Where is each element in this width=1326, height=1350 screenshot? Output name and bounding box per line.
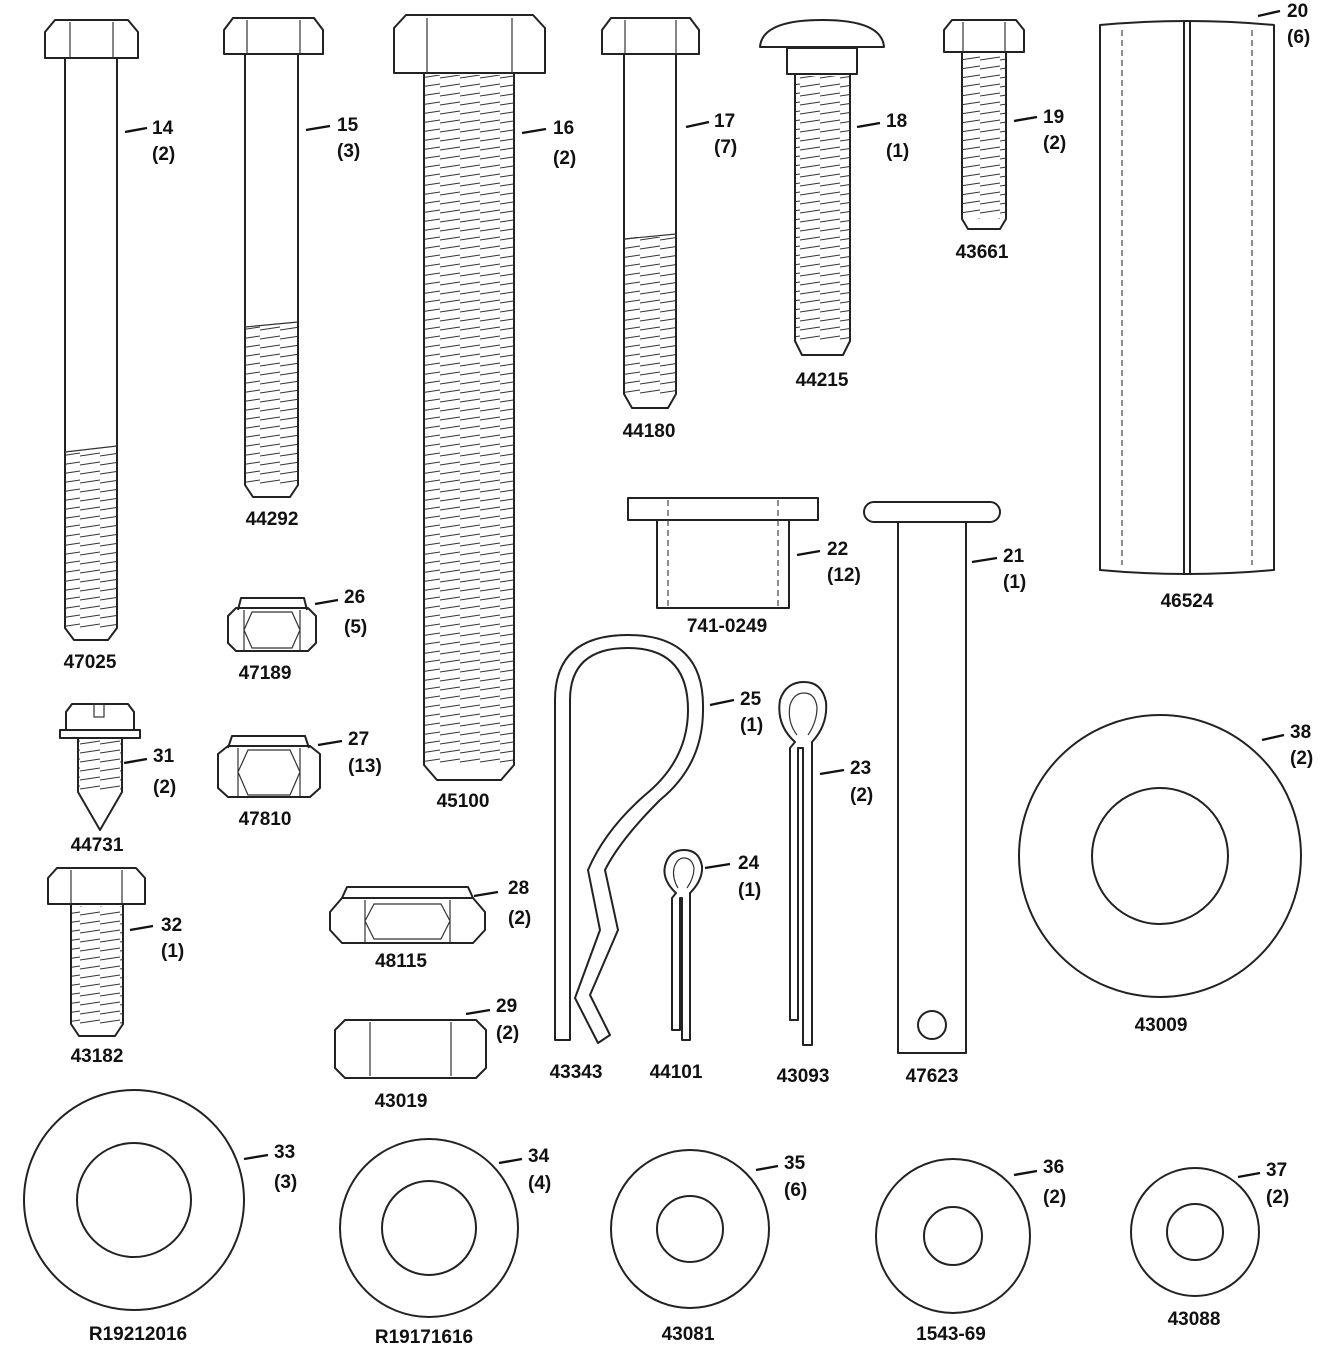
ref-34: 34 [528,1146,550,1167]
part-35-washer: 35 (6) 43081 [610,1149,807,1345]
ref-38: 38 [1290,722,1311,743]
part-15-hex-bolt: 15 (3) 44292 [223,17,360,530]
part-37-washer: 37 (2) 43088 [1130,1160,1289,1330]
ref-31: 31 [153,746,175,767]
qty-18: (1) [886,141,909,162]
qty-33: (3) [274,1172,297,1193]
ref-37: 37 [1266,1160,1287,1181]
qty-14: (2) [152,144,175,165]
part-27-lock-nut: 27 (13) 47810 [217,729,382,830]
ref-26: 26 [344,587,365,608]
qty-37: (2) [1266,1187,1289,1208]
qty-36: (2) [1043,1187,1066,1208]
qty-28: (2) [508,908,531,929]
ref-21: 21 [1003,546,1025,567]
part-21-clevis-pin: 21 (1) 47623 [863,501,1026,1087]
part-number-47623: 47623 [906,1066,959,1087]
part-number-43343: 43343 [550,1062,603,1083]
part-16-hex-bolt: 16 (2) 45100 [393,14,576,812]
part-number-47810: 47810 [239,809,292,830]
ref-36: 36 [1043,1157,1064,1178]
part-number-44215: 44215 [796,370,849,391]
part-22-flange-bushing: 22 (12) 741-0249 [627,497,861,637]
qty-19: (2) [1043,133,1066,154]
part-number-47025: 47025 [64,652,117,673]
part-number-44731: 44731 [71,835,124,856]
qty-23: (2) [850,785,873,806]
ref-28: 28 [508,878,529,899]
part-number-43088: 43088 [1168,1309,1221,1330]
ref-35: 35 [784,1153,806,1174]
part-number-44292: 44292 [246,509,299,530]
ref-20: 20 [1287,1,1308,22]
part-number-44180: 44180 [623,421,676,442]
part-32-hex-bolt: 32 (1) 43182 [47,867,184,1067]
part-number-48115: 48115 [375,951,427,972]
part-36-washer: 36 (2) 1543-69 [875,1157,1066,1345]
ref-14: 14 [152,118,174,139]
ref-23: 23 [850,758,871,779]
part-number-44101: 44101 [650,1062,703,1083]
ref-18: 18 [886,111,907,132]
qty-32: (1) [161,941,184,962]
ref-24: 24 [738,853,760,874]
ref-25: 25 [740,689,762,710]
part-26-lock-nut: 26 (5) 47189 [227,587,367,684]
part-number-43081: 43081 [662,1324,715,1345]
part-number-1543-69: 1543-69 [916,1324,986,1345]
qty-35: (6) [784,1180,807,1201]
ref-32: 32 [161,915,182,936]
part-34-washer: 34 (4) R19171616 [339,1138,551,1348]
part-33-washer: 33 (3) R19212016 [23,1089,297,1345]
qty-26: (5) [344,617,367,638]
part-38-washer: 38 (2) 43009 [1018,714,1313,1036]
part-number-43093: 43093 [777,1066,830,1087]
part-29-hex-nut: 29 (2) 43019 [334,996,519,1112]
ref-22: 22 [827,539,848,560]
ref-16: 16 [553,118,574,139]
part-number-43661: 43661 [956,242,1009,263]
part-20-spacer-sleeve: 20 (6) 46524 [1099,1,1310,612]
qty-20: (6) [1287,27,1310,48]
qty-27: (13) [348,756,382,777]
part-number-R19171616: R19171616 [375,1327,473,1348]
part-31-slotted-screw: 31 (2) 44731 [59,703,176,856]
qty-24: (1) [738,880,761,901]
part-number-43019: 43019 [375,1091,428,1112]
part-number-43182: 43182 [71,1046,124,1067]
ref-15: 15 [337,115,359,136]
qty-38: (2) [1290,748,1313,769]
qty-29: (2) [496,1023,519,1044]
part-18-carriage-bolt: 18 (1) 44215 [759,19,909,391]
ref-27: 27 [348,729,369,750]
qty-25: (1) [740,715,763,736]
part-number-46524: 46524 [1161,591,1214,612]
ref-33: 33 [274,1142,295,1163]
ref-17: 17 [714,111,735,132]
part-17-hex-bolt: 17 (7) 44180 [601,17,737,442]
part-number-47189: 47189 [239,663,292,684]
part-28-jam-nut: 28 (2) 48115 [329,878,531,972]
part-23-cotter-pin: 23 (2) 43093 [777,681,873,1087]
qty-15: (3) [337,141,360,162]
part-number-R19212016: R19212016 [89,1324,187,1345]
part-14-hex-bolt: 14 (2) 47025 [44,19,175,673]
part-19-hex-screw: 19 (2) 43661 [943,19,1066,263]
part-number-45100: 45100 [437,791,490,812]
qty-17: (7) [714,137,737,158]
qty-31: (2) [153,777,176,798]
qty-21: (1) [1003,572,1026,593]
ref-19: 19 [1043,107,1064,128]
part-24-cotter-pin: 24 (1) 44101 [650,849,761,1083]
part-number-741-0249: 741-0249 [687,616,767,637]
qty-34: (4) [528,1173,551,1194]
qty-16: (2) [553,148,576,169]
part-25-hair-pin-clip: 25 (1) 43343 [550,634,763,1083]
part-number-43009: 43009 [1135,1015,1188,1036]
ref-29: 29 [496,996,517,1017]
qty-22: (12) [827,565,861,586]
